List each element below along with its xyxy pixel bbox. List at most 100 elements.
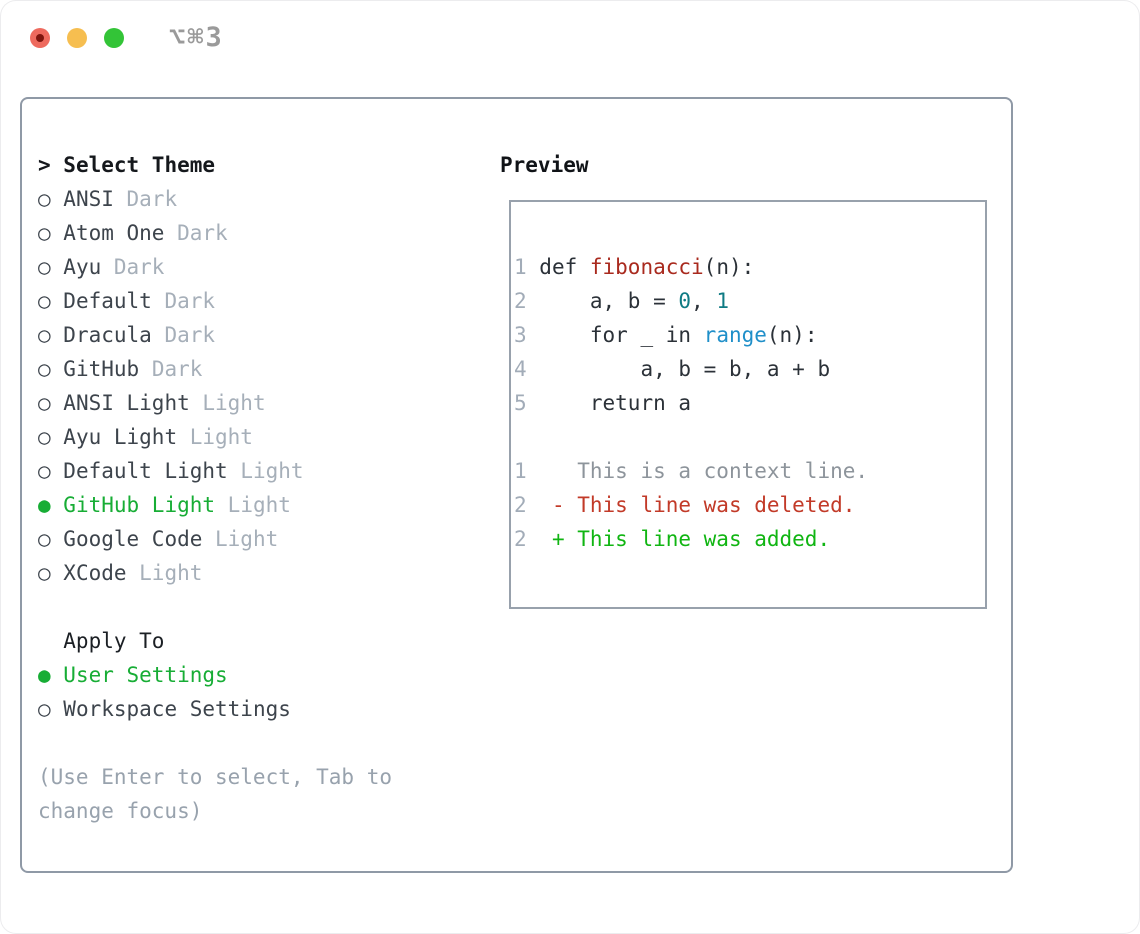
preview-title: Preview: [500, 153, 589, 177]
theme-variant: Dark: [151, 357, 203, 381]
radio-unchecked-icon: ○: [38, 425, 64, 449]
theme-variant: Light: [240, 459, 304, 483]
code-text: a, b =: [539, 289, 679, 313]
theme-name: Default: [63, 289, 165, 313]
radio-checked-icon: ●: [38, 493, 64, 517]
theme-name: Atom One: [63, 221, 178, 245]
theme-variant: Dark: [126, 187, 178, 211]
radio-unchecked-icon: ○: [38, 221, 64, 245]
line-number: 2: [514, 289, 540, 313]
hint-text: change focus): [38, 799, 203, 823]
diff-text: This is a context line.: [539, 459, 869, 483]
title-bar: ⌥⌘3: [0, 0, 1140, 75]
code-text: (n):: [703, 255, 755, 279]
radio-unchecked-icon: ○: [38, 391, 64, 415]
theme-name: Google Code: [63, 527, 216, 551]
theme-name: Ayu Light: [63, 425, 190, 449]
diff-deleted-line: 2 - This line was deleted.: [514, 488, 868, 522]
theme-variant: Light: [189, 425, 253, 449]
theme-variant: Light: [139, 561, 203, 585]
code-text: (n):: [766, 323, 818, 347]
section-title: Select Theme: [63, 153, 216, 177]
window-shortcut-label: ⌥⌘3: [169, 22, 224, 53]
theme-option-atom-one-dark[interactable]: ○ Atom One Dark: [38, 216, 392, 250]
code-line-2: 2 a, b = 0, 1: [514, 284, 868, 318]
hint-line-2: change focus): [38, 794, 392, 828]
line-number: 3: [514, 323, 540, 347]
select-theme-header: > Select Theme: [38, 148, 392, 182]
code-text: def: [539, 255, 590, 279]
diff-context-line: 1 This is a context line.: [514, 454, 868, 488]
apply-option-label: Workspace Settings: [63, 697, 291, 721]
radio-unchecked-icon: ○: [38, 357, 64, 381]
theme-option-github-dark[interactable]: ○ GitHub Dark: [38, 352, 392, 386]
line-number: 4: [514, 357, 540, 381]
theme-name: GitHub Light: [63, 493, 228, 517]
hint-line-1: (Use Enter to select, Tab to: [38, 760, 392, 794]
radio-unchecked-icon: ○: [38, 459, 64, 483]
theme-name: Default Light: [63, 459, 241, 483]
apply-to-header: Apply To: [38, 624, 392, 658]
line-number: 1: [514, 255, 540, 279]
theme-name: Dracula: [63, 323, 165, 347]
code-text: for _ in: [539, 323, 704, 347]
theme-name: GitHub: [63, 357, 152, 381]
apply-option-user-settings[interactable]: ● User Settings: [38, 658, 392, 692]
hint-text: (Use Enter to select, Tab to: [38, 765, 393, 789]
theme-name: ANSI: [63, 187, 127, 211]
theme-variant: Dark: [177, 221, 228, 245]
theme-option-ansi-dark[interactable]: ○ ANSI Dark: [38, 182, 392, 216]
minimize-button[interactable]: [67, 27, 87, 48]
theme-picker-panel: > Select Theme○ ANSI Dark○ Atom One Dark…: [20, 97, 1013, 873]
code-text: a, b = b, a + b: [539, 357, 831, 381]
theme-name: XCode: [63, 561, 140, 585]
prompt-icon: >: [38, 153, 64, 177]
code-line-5: 5 return a: [514, 386, 868, 420]
radio-unchecked-icon: ○: [38, 255, 64, 279]
theme-variant: Dark: [113, 255, 165, 279]
apply-option-workspace-settings[interactable]: ○ Workspace Settings: [38, 692, 392, 726]
theme-option-default-dark[interactable]: ○ Default Dark: [38, 284, 392, 318]
code-line-3: 3 for _ in range(n):: [514, 318, 868, 352]
theme-option-default-light[interactable]: ○ Default Light Light: [38, 454, 392, 488]
code-text: return a: [539, 391, 692, 415]
line-number: 5: [514, 391, 540, 415]
code-text: ,: [691, 289, 717, 313]
code-text: 1: [716, 289, 729, 313]
code-text: fibonacci: [589, 255, 704, 279]
theme-list: > Select Theme○ ANSI Dark○ Atom One Dark…: [38, 148, 392, 828]
radio-unchecked-icon: ○: [38, 187, 64, 211]
theme-option-google-code-light[interactable]: ○ Google Code Light: [38, 522, 392, 556]
zoom-button[interactable]: [104, 27, 124, 48]
theme-option-ayu-dark[interactable]: ○ Ayu Dark: [38, 250, 392, 284]
theme-option-github-light[interactable]: ● GitHub Light Light: [38, 488, 392, 522]
radio-unchecked-icon: ○: [38, 289, 64, 313]
theme-variant: Light: [202, 391, 266, 415]
theme-variant: Dark: [164, 323, 216, 347]
radio-unchecked-icon: ○: [38, 323, 64, 347]
radio-unchecked-icon: ○: [38, 527, 64, 551]
blank-line: [514, 420, 868, 454]
close-button[interactable]: [30, 27, 50, 48]
line-number: 2: [514, 493, 540, 517]
theme-variant: Light: [215, 527, 279, 551]
diff-text: + This line was added.: [539, 527, 831, 551]
radio-unchecked-icon: ○: [38, 697, 64, 721]
code-line-4: 4 a, b = b, a + b: [514, 352, 868, 386]
theme-variant: Light: [227, 493, 291, 517]
theme-option-ayu-light[interactable]: ○ Ayu Light Light: [38, 420, 392, 454]
diff-text: - This line was deleted.: [539, 493, 856, 517]
theme-variant: Dark: [164, 289, 216, 313]
radio-unchecked-icon: ○: [38, 561, 64, 585]
code-line-1: 1 def fibonacci(n):: [514, 250, 868, 284]
line-number: 2: [514, 527, 540, 551]
theme-option-dracula-dark[interactable]: ○ Dracula Dark: [38, 318, 392, 352]
code-text: 0: [678, 289, 692, 313]
radio-checked-icon: ●: [38, 663, 64, 687]
theme-option-ansi-light[interactable]: ○ ANSI Light Light: [38, 386, 392, 420]
theme-option-xcode-light[interactable]: ○ XCode Light: [38, 556, 392, 590]
blank-line: [38, 726, 392, 760]
section-title: Apply To: [38, 629, 165, 653]
